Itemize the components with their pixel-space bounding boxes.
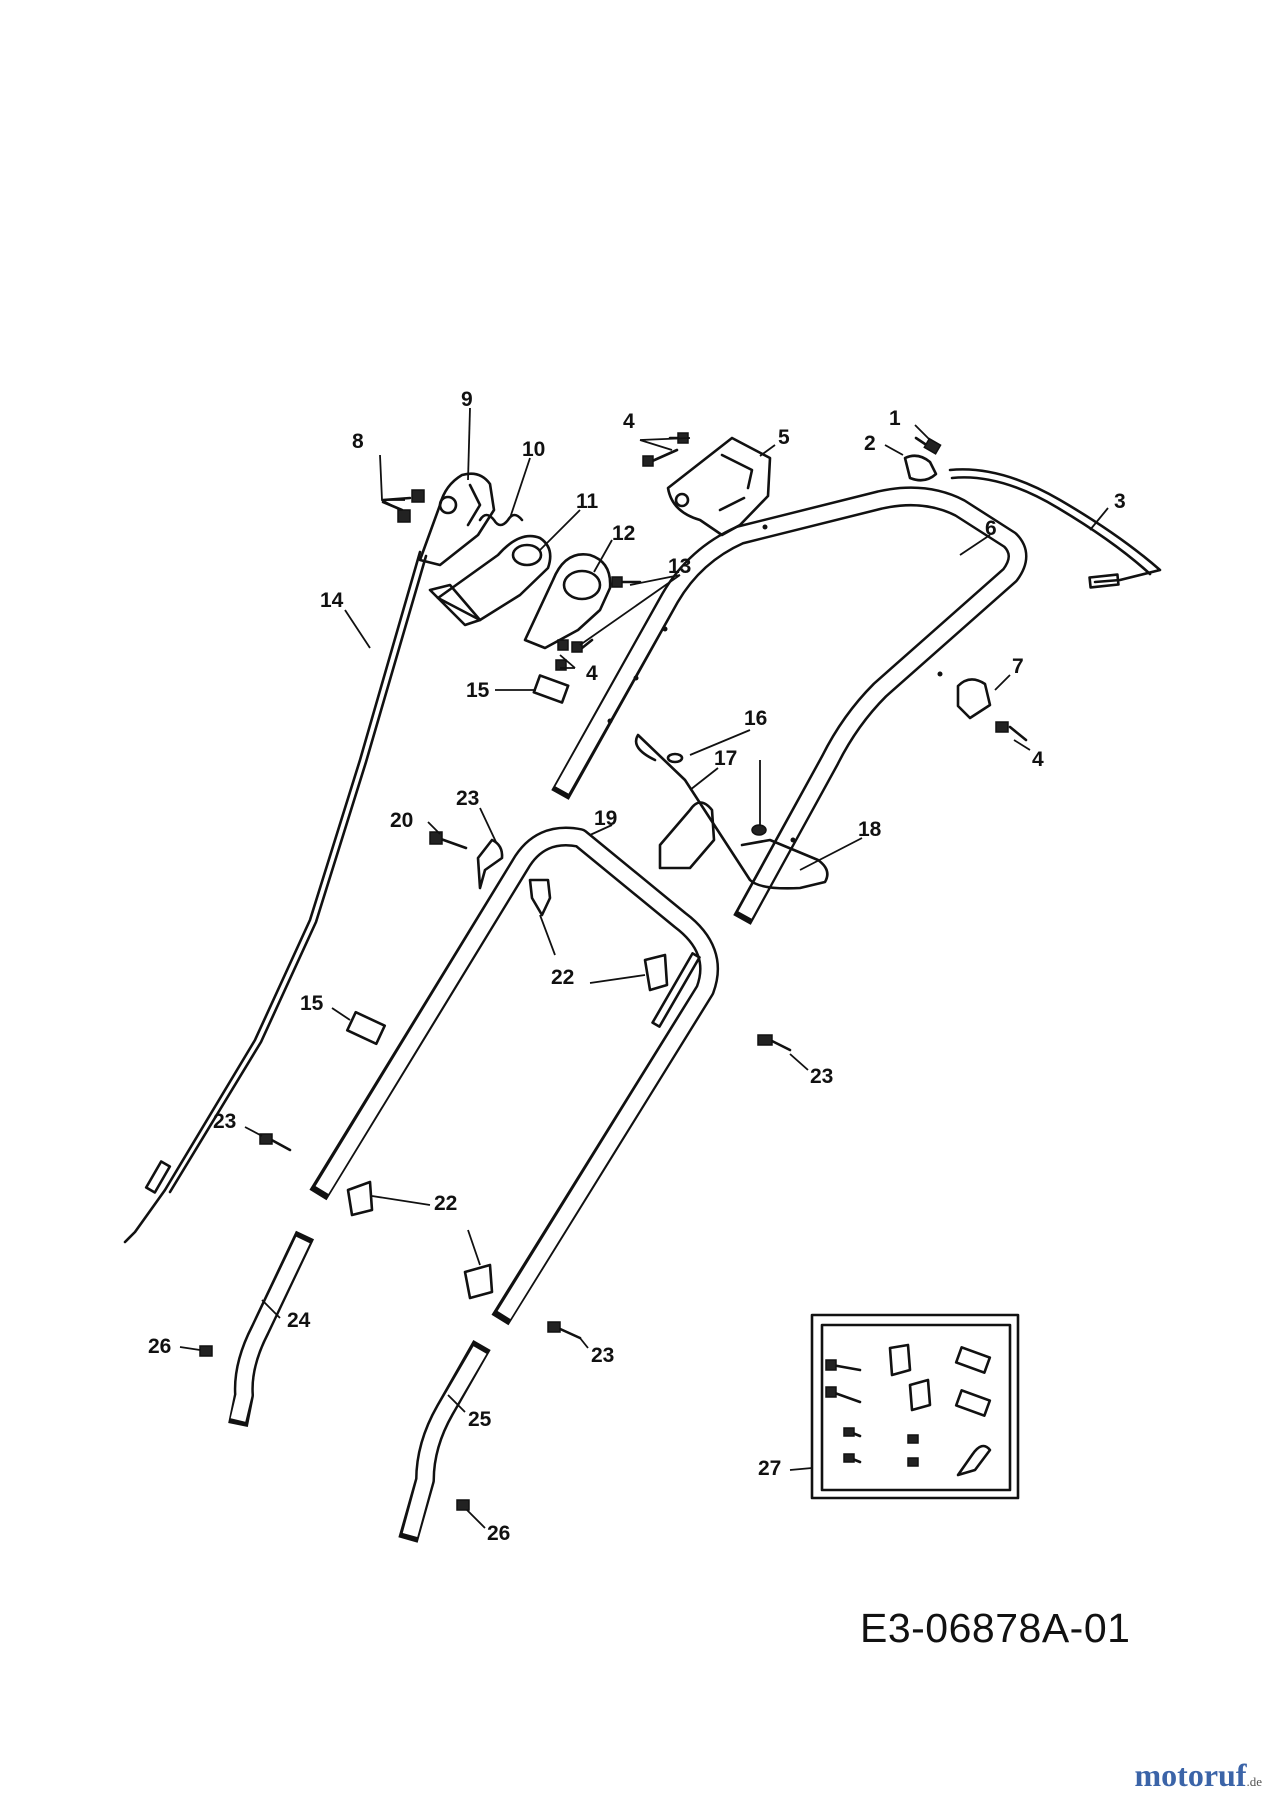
callout-10: 10 [522,438,545,461]
watermark-tld: .de [1246,1774,1262,1789]
callout-8: 8 [352,430,364,453]
callout-12: 12 [612,522,635,545]
bolt-part-23-bottom [547,1321,582,1340]
washer-part-16 [666,752,767,836]
callout-27: 27 [758,1457,781,1480]
callout-15-bottom: 15 [300,992,324,1015]
bowden-cable-part-14 [123,550,428,1244]
knob-part-22-a [528,878,552,917]
spring-part-10 [478,513,524,527]
callout-16: 16 [744,707,767,730]
callout-7: 7 [1012,655,1024,678]
clip-part-7 [956,678,992,720]
screw-part-1 [914,436,942,455]
callout-26-right: 26 [487,1522,510,1545]
callout-11: 11 [576,490,599,513]
screw-part-4-right [995,721,1028,742]
screws-part-13 [571,576,642,653]
callout-23-right: 23 [810,1065,833,1088]
clip-part-17 [658,801,716,870]
bail-part-18 [634,733,829,890]
clip-part-15-top [532,674,570,704]
callout-23-top: 23 [456,787,479,810]
knob-part-22-b [643,953,669,992]
callout-23-bottom: 23 [591,1344,614,1367]
callout-18: 18 [858,818,882,841]
kit-box-part-27 [810,1313,1020,1500]
screws-part-8 [381,489,425,523]
callout-labels: 1 2 3 4 5 6 7 8 9 10 11 12 13 4 14 15 4 … [148,388,1126,1545]
switch-box-part-5 [666,436,772,537]
screw-part-26-right [456,1499,470,1511]
bracket-part-23-top [476,838,504,890]
control-lever-part-9 [418,472,496,567]
callout-4-top: 4 [623,410,635,433]
cable-part-3 [948,468,1162,589]
lever-part-11 [428,534,552,627]
knob-part-22-d [463,1263,494,1300]
callout-22-a: 22 [551,966,574,989]
knob-part-2 [903,454,938,482]
screws-part-4-mid [555,639,569,671]
callout-20: 20 [390,809,413,832]
callout-2: 2 [864,432,876,455]
callout-19: 19 [594,807,617,830]
callout-14: 14 [320,589,344,612]
bolt-part-23-left [259,1133,292,1152]
callout-15-top: 15 [466,679,490,702]
cover-part-12 [523,552,612,650]
clip-part-15-bottom [345,1010,387,1046]
drawing-number: E3-06878A-01 [860,1605,1131,1651]
lower-tube-part-24 [228,1230,315,1427]
callout-24: 24 [287,1309,311,1332]
callout-6: 6 [985,517,997,540]
callout-5: 5 [778,426,790,449]
upper-handle-part-6 [551,486,1028,925]
lower-tube-part-25 [398,1340,491,1543]
callout-1: 1 [889,407,901,430]
screw-part-26-left [199,1345,213,1357]
callout-17: 17 [714,747,737,770]
callout-22-b: 22 [434,1192,457,1215]
callout-13: 13 [668,555,691,578]
knob-part-22-c [346,1180,374,1217]
callout-23-left: 23 [213,1110,236,1133]
watermark-text: motoruf [1134,1757,1247,1793]
callout-9: 9 [461,388,473,411]
lower-handle-part-19 [309,826,720,1326]
callout-26-left: 26 [148,1335,171,1358]
callout-4-mid: 4 [586,662,598,685]
callout-25: 25 [468,1408,492,1431]
leader-lines [179,407,1109,1529]
callout-3: 3 [1114,490,1126,513]
bolt-part-23-right [757,1034,792,1052]
bolt-part-20 [429,831,468,850]
callout-4-right: 4 [1032,748,1044,771]
watermark-logo: motoruf.de [1135,1757,1263,1794]
